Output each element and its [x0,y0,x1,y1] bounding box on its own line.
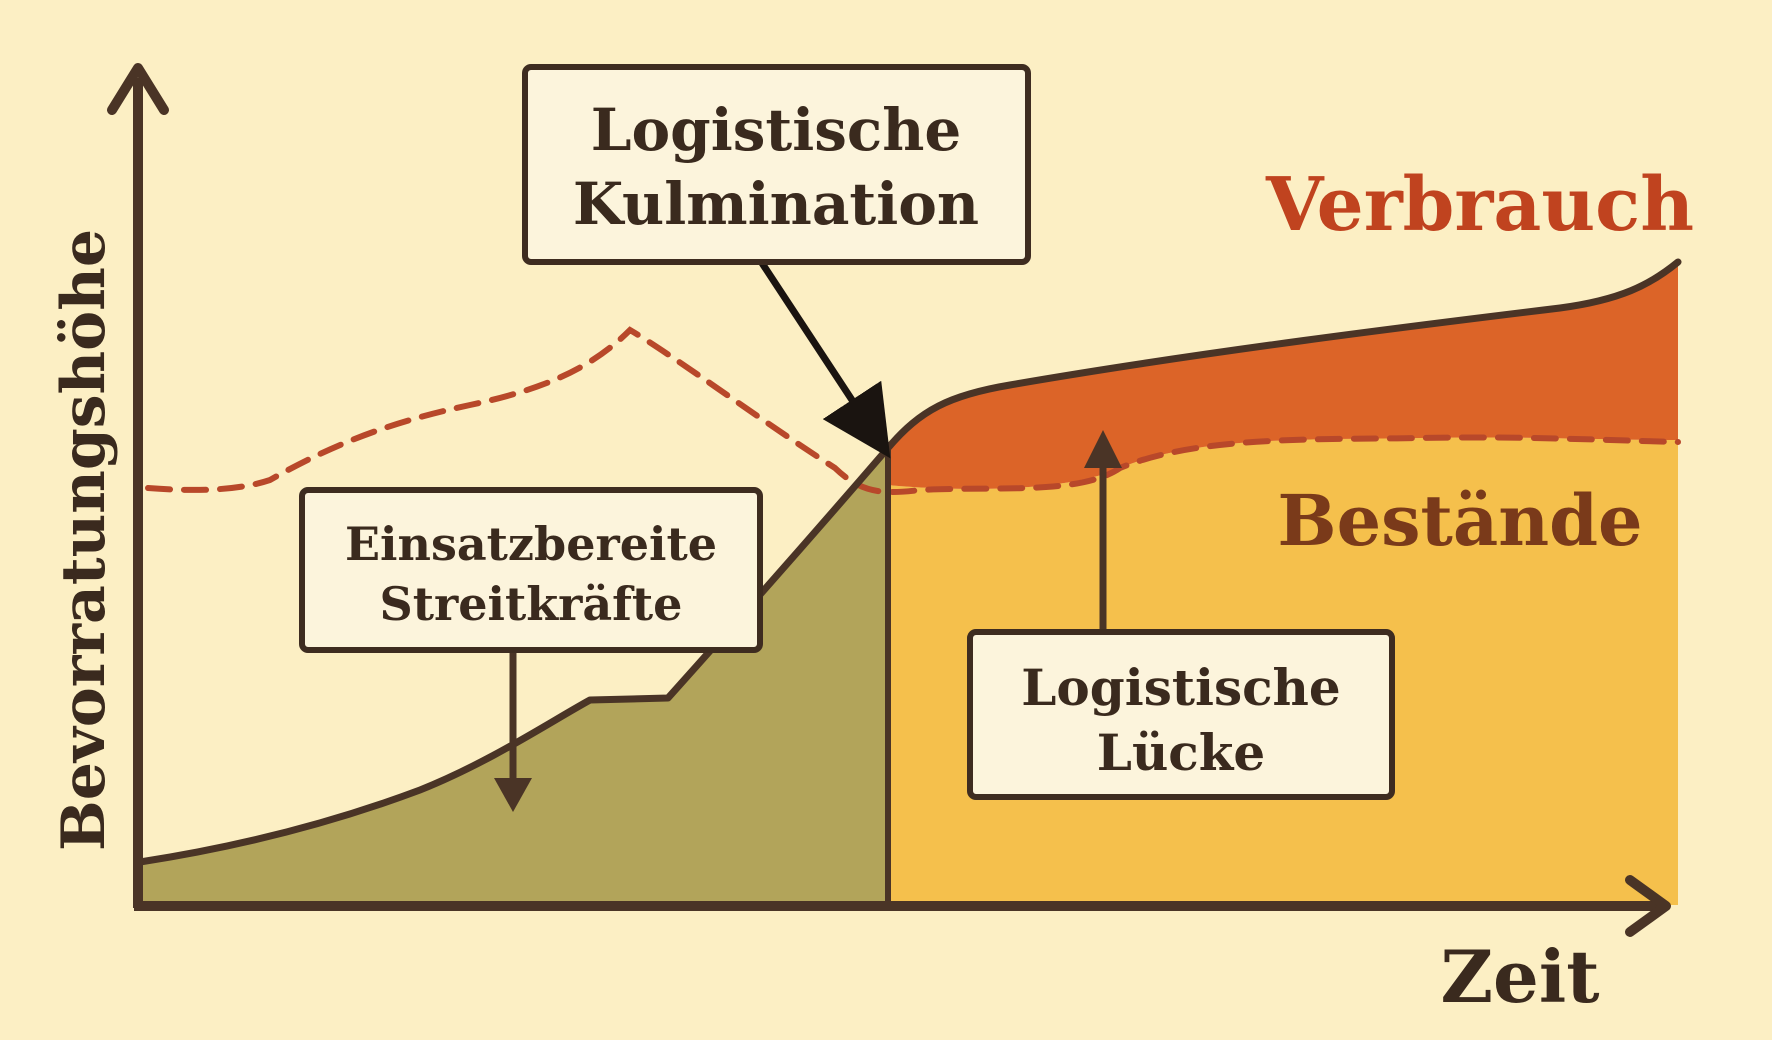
y-axis-label: Bevorratungshöhe [49,229,119,851]
kulmination-label-line2: Kulmination [573,170,979,238]
verbrauch-dashed-line [145,326,1681,495]
luecke-arrowhead [1084,430,1122,468]
kulmination-label-line1: Logistische [591,96,962,164]
kulmination-arrow [757,258,891,459]
streitkraefte-arrowhead [494,778,532,812]
streitkraefte-label-line2: Streitkräfte [380,577,683,631]
streitkraefte-label-line1: Einsatzbereite [345,517,717,571]
verbrauch-label: Verbrauch [1265,162,1694,248]
x-axis-label: Zeit [1441,934,1600,1019]
kulmination-box: Logistische Kulmination [522,64,1031,265]
luecke-label-line1: Logistische [1021,658,1340,717]
x-axis-arrowhead [1625,875,1671,937]
y-axis-arrowhead [107,63,169,115]
streitkraefte-area [140,448,888,905]
luecke-label-line2: Lücke [1097,723,1265,782]
luecke-box: Logistische Lücke [967,629,1395,800]
streitkraefte-box: Einsatzbereite Streitkräfte [299,487,763,653]
bestaende-label: Bestände [1277,479,1642,562]
